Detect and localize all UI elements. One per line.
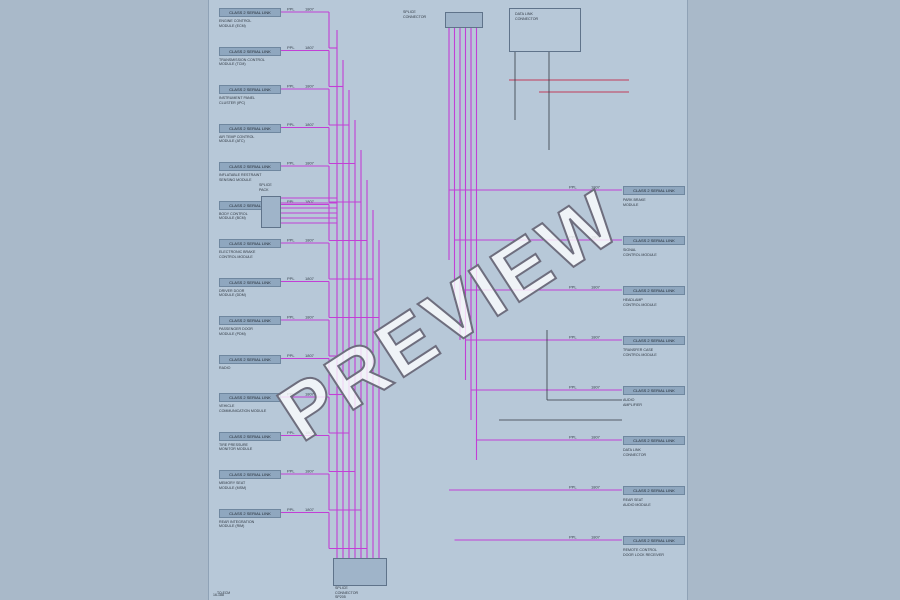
bottom-splice-label: SPLICE CONNECTOR SP205	[335, 586, 359, 600]
left-module-desc-4: AIR TEMP CONTROL MODULE (ATC)	[219, 134, 255, 144]
left-wire-circuit-1: 1807	[305, 7, 315, 12]
left-module-desc-7: ELECTRONIC BRAKE CONTROL MODULE	[219, 250, 256, 259]
left-module-box-4: CLASS 2 SERIAL LINK	[219, 123, 281, 133]
left-module-desc-3: INSTRUMENT PANEL CLUSTER (IPC)	[219, 96, 256, 105]
left-module-desc-14: REAR INTEGRATION MODULE (RIM)	[219, 519, 255, 529]
top-splice-connector	[445, 12, 483, 28]
left-wire-circuit-11: 1807	[305, 392, 315, 397]
right-wire-color-7: PPL	[569, 485, 577, 490]
left-wire-circuit-4: 1807	[305, 122, 315, 127]
left-module-box-10: CLASS 2 SERIAL LINK	[219, 354, 281, 364]
right-module-desc-8: REMOTE CONTROL DOOR LOCK RECEIVER	[623, 548, 664, 557]
splice-pack-label: SPLICE PACK	[259, 183, 272, 192]
left-wire-circuit-8: 1807	[305, 276, 315, 281]
right-wire-circuit-8: 1807	[591, 535, 601, 540]
right-wire-circuit-2: 1807	[591, 235, 601, 240]
left-wire-circuit-14: 1807	[305, 507, 315, 512]
right-module-desc-6: DATA LINK CONNECTOR	[623, 448, 647, 457]
left-module-box-13: CLASS 2 SERIAL LINK	[219, 470, 281, 479]
left-module-desc-9: PASSENGER DOOR MODULE (PDM)	[219, 327, 253, 336]
left-wire-color-12: PPL	[287, 430, 295, 435]
left-module-box-2: CLASS 2 SERIAL LINK	[219, 46, 281, 56]
left-module-box-1: CLASS 2 SERIAL LINK	[219, 8, 281, 17]
right-module-box-6: CLASS 2 SERIAL LINK	[623, 436, 685, 445]
right-wire-circuit-5: 1807	[591, 385, 601, 390]
left-wire-color-7: PPL	[287, 238, 295, 243]
left-wire-circuit-6: 1807	[305, 199, 315, 204]
left-module-desc-13: MEMORY SEAT MODULE (MSM)	[219, 481, 247, 490]
left-wire-color-5: PPL	[287, 161, 295, 166]
right-wire-color-1: PPL	[569, 185, 577, 190]
left-module-desc-8: DRIVER DOOR MODULE (DDM)	[219, 288, 246, 298]
right-wire-color-2: PPL	[569, 235, 577, 240]
page-number: 16-188	[213, 593, 224, 597]
left-module-box-5: CLASS 2 SERIAL LINK	[219, 162, 281, 171]
left-wire-circuit-10: 1807	[305, 353, 315, 358]
left-wire-color-4: PPL	[287, 122, 295, 127]
left-wire-color-11: PPL	[287, 392, 295, 397]
left-wire-color-13: PPL	[287, 469, 295, 474]
left-wire-color-14: PPL	[287, 507, 295, 512]
left-wire-color-6: PPL	[287, 199, 295, 204]
left-module-box-9: CLASS 2 SERIAL LINK	[219, 316, 281, 325]
right-module-box-5: CLASS 2 SERIAL LINK	[623, 386, 685, 395]
left-wire-color-10: PPL	[287, 353, 295, 358]
left-module-box-7: CLASS 2 SERIAL LINK	[219, 239, 281, 248]
left-wire-circuit-12: 1807	[305, 430, 315, 435]
left-wire-circuit-9: 1807	[305, 315, 315, 320]
left-module-box-14: CLASS 2 SERIAL LINK	[219, 508, 281, 518]
right-module-desc-4: TRANSFER CASE CONTROL MODULE	[623, 348, 657, 357]
left-wire-color-9: PPL	[287, 315, 295, 320]
left-wire-color-8: PPL	[287, 276, 295, 281]
right-wire-circuit-1: 1807	[591, 185, 601, 190]
right-module-box-3: CLASS 2 SERIAL LINK	[623, 286, 685, 295]
right-module-desc-7: REAR SEAT AUDIO MODULE	[623, 498, 651, 507]
left-module-desc-11: VEHICLE COMMUNICATION MODULE	[219, 404, 267, 413]
right-module-box-8: CLASS 2 SERIAL LINK	[623, 536, 685, 545]
left-wire-circuit-3: 1807	[305, 84, 315, 89]
right-module-box-7: CLASS 2 SERIAL LINK	[623, 486, 685, 495]
left-wire-circuit-5: 1807	[305, 161, 315, 166]
left-wire-color-1: PPL	[287, 7, 295, 12]
left-module-box-11: CLASS 2 SERIAL LINK	[219, 393, 281, 402]
left-module-desc-5: INFLATABLE RESTRAINT SENSING MODULE	[219, 173, 262, 182]
left-module-box-8: CLASS 2 SERIAL LINK	[219, 277, 281, 287]
left-module-desc-6: BODY CONTROL MODULE (BCM)	[219, 211, 248, 221]
right-module-desc-1: PARK BRAKE MODULE	[623, 198, 646, 207]
corner-label: TO ECM	[217, 591, 231, 595]
right-wire-color-4: PPL	[569, 335, 577, 340]
left-module-box-3: CLASS 2 SERIAL LINK	[219, 85, 281, 94]
right-wire-color-8: PPL	[569, 535, 577, 540]
top-right-module-label: DATA LINK CONNECTOR	[515, 12, 539, 21]
right-wire-circuit-6: 1807	[591, 435, 601, 440]
splice-pack	[261, 196, 281, 228]
bottom-splice-connector	[333, 558, 387, 586]
right-module-box-1: CLASS 2 SERIAL LINK	[623, 186, 685, 195]
left-wire-color-3: PPL	[287, 84, 295, 89]
left-wire-circuit-2: 1807	[305, 45, 315, 50]
left-module-desc-10: RADIO	[219, 365, 231, 370]
right-wire-circuit-3: 1807	[591, 285, 601, 290]
right-wire-color-3: PPL	[569, 285, 577, 290]
right-module-desc-5: AUDIO AMPLIFIER	[623, 398, 642, 407]
right-wire-circuit-7: 1807	[591, 485, 601, 490]
left-wire-circuit-7: 1807	[305, 238, 315, 243]
right-module-desc-2: SIGNAL CONTROL MODULE	[623, 248, 657, 257]
right-wire-color-5: PPL	[569, 385, 577, 390]
left-module-desc-12: TIRE PRESSURE MONITOR MODULE	[219, 442, 253, 452]
left-wire-circuit-13: 1807	[305, 469, 315, 474]
right-module-desc-3: HEADLAMP CONTROL MODULE	[623, 298, 657, 307]
left-module-desc-1: ENGINE CONTROL MODULE (ECM)	[219, 19, 252, 28]
right-wire-color-6: PPL	[569, 435, 577, 440]
left-module-desc-2: TRANSMISSION CONTROL MODULE (TCM)	[219, 57, 265, 67]
top-splice-label: SPLICE CONNECTOR	[403, 10, 427, 19]
top-right-module	[509, 8, 581, 52]
left-wire-color-2: PPL	[287, 45, 295, 50]
right-wire-circuit-4: 1807	[591, 335, 601, 340]
right-module-box-4: CLASS 2 SERIAL LINK	[623, 336, 685, 345]
left-module-box-12: CLASS 2 SERIAL LINK	[219, 431, 281, 441]
right-module-box-2: CLASS 2 SERIAL LINK	[623, 236, 685, 245]
